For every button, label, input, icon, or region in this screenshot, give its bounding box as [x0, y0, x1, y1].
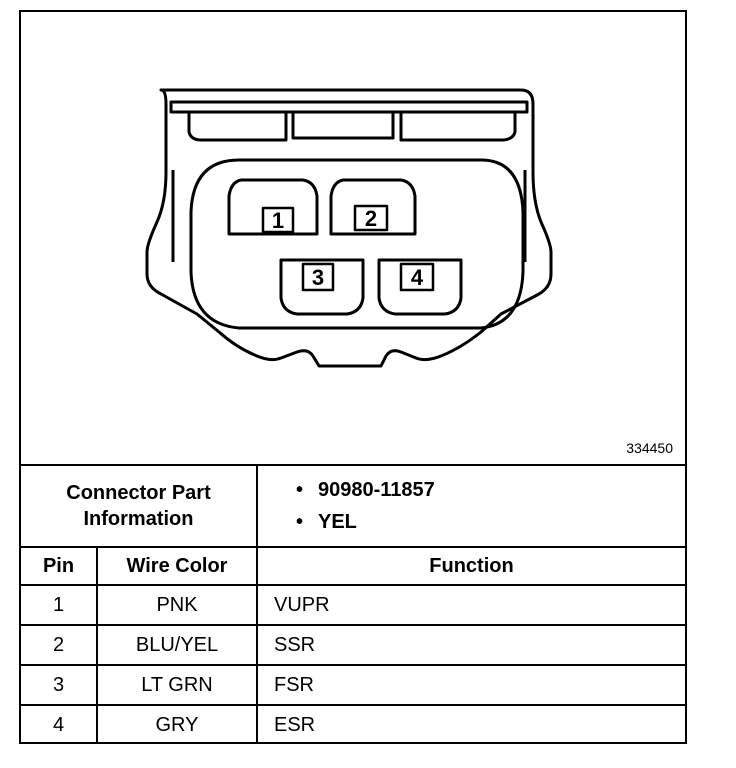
table-header-row: Pin Wire Color Function	[21, 546, 685, 586]
part-number: 90980-11857	[318, 479, 435, 501]
connector-diagram: 1 2 3 4 334450	[21, 12, 685, 464]
connector-inner-cavity	[189, 158, 525, 330]
header-pin: Pin	[21, 546, 98, 586]
pin-slot-2	[329, 178, 417, 236]
pin-label-3: 3	[312, 265, 324, 290]
pin-slot-4	[377, 258, 463, 316]
cell-wire-color: GRY	[96, 704, 258, 744]
cell-function: SSR	[256, 624, 685, 666]
pin-label-4: 4	[411, 265, 424, 290]
table-row: 2 BLU/YEL SSR	[21, 624, 685, 666]
pinout-table: Connector Part Information • 90980-11857 …	[21, 464, 685, 744]
cell-pin: 2	[21, 624, 98, 666]
connector-housing-outline	[145, 88, 553, 368]
header-wire-color: Wire Color	[96, 546, 258, 586]
cell-wire-color: LT GRN	[96, 664, 258, 706]
cell-wire-color: BLU/YEL	[96, 624, 258, 666]
connector-info-label-line2: Information	[83, 508, 194, 530]
cell-pin: 4	[21, 704, 98, 744]
diagram-frame: 1 2 3 4 334450 Connector Part Informatio…	[19, 10, 687, 744]
connector-face-drawing: 1 2 3 4	[145, 88, 553, 368]
connector-info-item: • YEL	[296, 506, 685, 538]
connector-info-row: Connector Part Information • 90980-11857 …	[21, 464, 685, 548]
cell-wire-color: PNK	[96, 584, 258, 626]
bullet-icon: •	[296, 511, 304, 533]
cell-pin: 1	[21, 584, 98, 626]
pin-slot-1	[227, 178, 319, 236]
connector-info-item: • 90980-11857	[296, 474, 685, 506]
figure-number: 334450	[626, 440, 673, 456]
cell-pin: 3	[21, 664, 98, 706]
connector-color: YEL	[318, 511, 357, 533]
pin-label-2: 2	[365, 206, 377, 231]
table-row: 3 LT GRN FSR	[21, 664, 685, 706]
connector-info-label-line1: Connector Part	[66, 482, 211, 504]
table-row: 4 GRY ESR	[21, 704, 685, 744]
table-row: 1 PNK VUPR	[21, 584, 685, 626]
pin-slot-3	[279, 258, 365, 316]
connector-info-list: • 90980-11857 • YEL	[256, 464, 685, 548]
pin-label-1: 1	[272, 208, 284, 233]
connector-info-label: Connector Part Information	[21, 464, 258, 548]
bullet-icon: •	[296, 479, 304, 501]
cell-function: FSR	[256, 664, 685, 706]
cell-function: ESR	[256, 704, 685, 744]
connector-top-lip	[169, 100, 529, 114]
cell-function: VUPR	[256, 584, 685, 626]
header-function: Function	[256, 546, 685, 586]
